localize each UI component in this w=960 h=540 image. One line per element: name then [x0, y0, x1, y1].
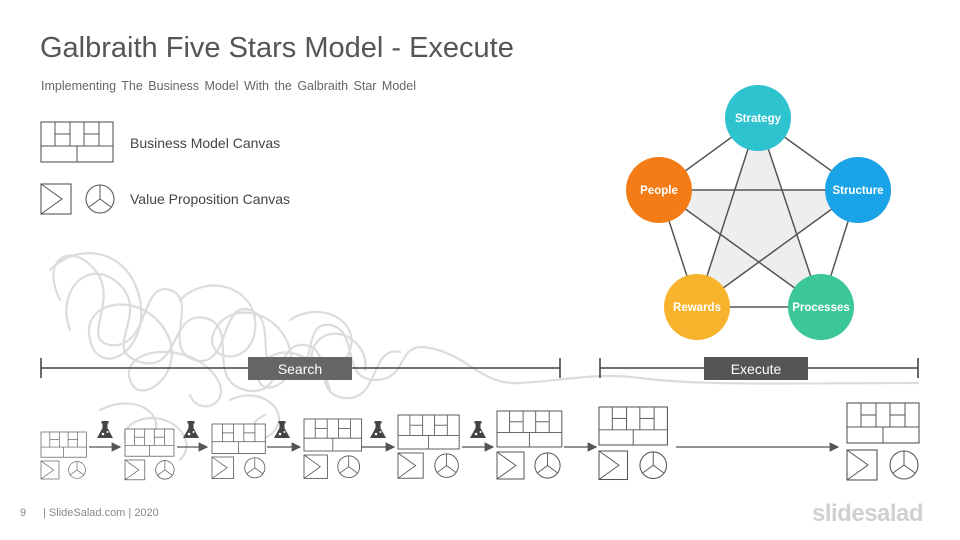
customer-profile-icon: [68, 461, 86, 479]
canvas-step-5: [397, 414, 460, 450]
brand-logo: slidesalad: [812, 500, 924, 527]
star-node-rewards: [664, 274, 730, 340]
page-title: Galbraith Five Stars Model - Execute: [40, 32, 514, 64]
page-subtitle: Implementing The Business Model With the…: [41, 79, 416, 93]
value-map-icon: [598, 450, 629, 481]
star-node-label: People: [640, 185, 678, 197]
customer-profile-icon: [244, 457, 266, 479]
star-node-label: Strategy: [735, 113, 782, 125]
search-phase-bracket: Search: [40, 357, 561, 380]
star-node-people: [626, 157, 692, 223]
canvas-step-4: [303, 418, 363, 452]
execute-phase-bracket: Execute: [599, 357, 919, 380]
customer-profile-icon: [434, 453, 459, 478]
canvas-step-2: [124, 428, 175, 457]
value-map-icon: [846, 449, 878, 481]
customer-profile-icon: [889, 450, 919, 480]
customer-profile-icon: [534, 452, 561, 479]
star-node-label: Rewards: [673, 302, 721, 314]
value-map-icon: [211, 456, 234, 479]
canvas-step-3: [211, 423, 266, 455]
business-model-canvas-icon: [40, 121, 114, 163]
search-phase-label: Search: [278, 361, 322, 377]
canvas-step-6: [496, 410, 563, 448]
legend-business-model-label: Business Model Canvas: [130, 135, 281, 151]
value-map-icon: [124, 459, 146, 481]
legend-value-proposition-label: Value Proposition Canvas: [130, 191, 291, 207]
customer-profile-icon: [337, 455, 361, 479]
flask-icon: [97, 421, 113, 438]
footer-credit: | SlideSalad.com | 2020: [43, 507, 159, 519]
value-map-icon: [40, 183, 72, 215]
canvas-step-1: [40, 431, 87, 458]
execute-phase-label: Execute: [731, 361, 782, 377]
customer-profile-icon: [155, 460, 175, 480]
star-node-strategy: [725, 85, 791, 151]
value-map-icon: [303, 454, 328, 479]
flask-icon: [470, 421, 486, 438]
star-node-label: Structure: [832, 185, 883, 197]
customer-profile-icon: [639, 451, 668, 480]
canvas-step-execute-end: [846, 402, 920, 444]
value-map-icon: [397, 452, 424, 479]
flask-icon: [370, 421, 386, 438]
page-number: 9: [20, 507, 27, 519]
customer-profile-icon: [85, 184, 115, 214]
value-map-icon: [40, 460, 60, 480]
star-node-label: Processes: [792, 302, 850, 314]
canvas-step-execute-start: [598, 406, 668, 446]
flask-icon: [183, 421, 199, 438]
process-flow: [40, 402, 920, 481]
star-node-processes: [788, 274, 854, 340]
value-map-icon: [496, 451, 525, 480]
star-node-structure: [825, 157, 891, 223]
